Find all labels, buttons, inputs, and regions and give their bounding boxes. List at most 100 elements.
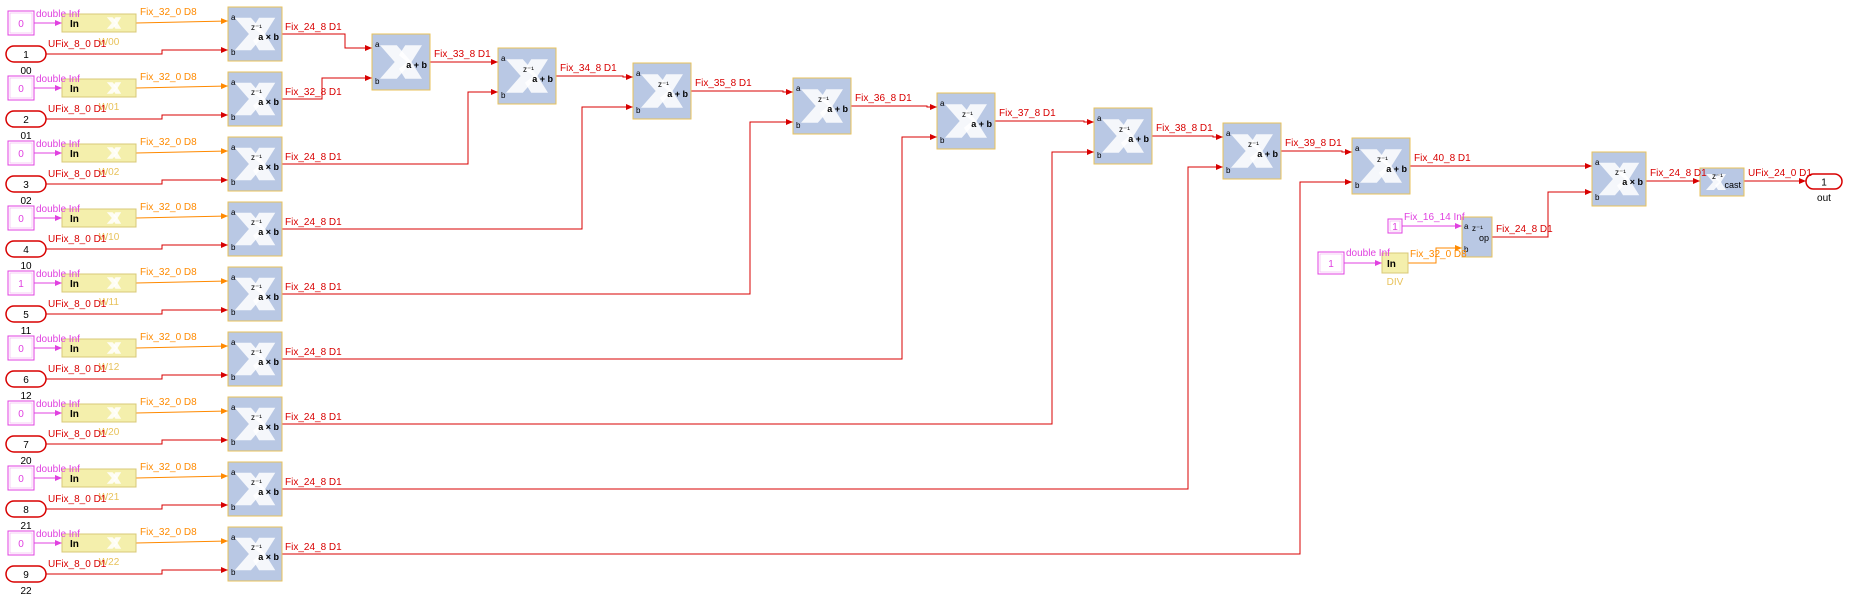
mult-block-6[interactable]: a b z⁻¹a × b <box>227 396 283 452</box>
mult-block-3[interactable]: abz⁻¹a × b <box>227 201 283 257</box>
in-port-8-name: 22 <box>20 586 32 597</box>
xilinx-logo-icon <box>1598 162 1640 196</box>
in-sig-label-5: double Inf <box>36 334 80 345</box>
adder-block-7[interactable]: abz⁻¹a + b <box>1351 137 1411 195</box>
in-port-5[interactable]: 612 <box>5 370 47 402</box>
const-block-1[interactable]: 0 <box>7 75 35 101</box>
out-port-body <box>1805 173 1843 190</box>
const-block-6[interactable]: 0 <box>7 400 35 426</box>
const-block-3[interactable]: 0 <box>7 205 35 231</box>
in-sig-label-8: double Inf <box>36 529 80 540</box>
port-b-label: b <box>231 243 236 252</box>
port-a-label: a <box>231 338 236 347</box>
div-port-b: b <box>1464 245 1469 254</box>
mult-block-8[interactable]: abz⁻¹a × b <box>227 526 283 582</box>
adder-block-0[interactable]: aba + b <box>371 33 431 91</box>
delay-label: z⁻¹ <box>251 413 262 422</box>
const-block-4[interactable]: 1 <box>7 270 35 296</box>
wire-mult3-add2 <box>282 104 633 230</box>
mult-block-1[interactable]: abz⁻¹a × b <box>227 71 283 127</box>
adder-block-2[interactable]: abz⁻¹a + b <box>632 62 692 120</box>
adder-block-4[interactable]: abz⁻¹a + b <box>936 92 996 150</box>
delay-label: z⁻¹ <box>251 283 262 292</box>
const-block-0[interactable]: 0 <box>7 10 35 36</box>
operator-label: a × b <box>258 422 279 432</box>
wire-add3-add4 <box>851 104 937 110</box>
in-port-8[interactable]: 922 <box>5 565 47 597</box>
const-block-5-value: 0 <box>18 344 24 355</box>
port-a-label: a <box>1595 158 1600 167</box>
port-b-label: b <box>796 121 801 130</box>
in-port-3-body <box>5 240 47 258</box>
in-port-3[interactable]: 410 <box>5 240 47 272</box>
adder-block-3[interactable]: abz⁻¹a + b <box>792 77 852 135</box>
div-const-top[interactable]: 1 <box>1387 218 1403 234</box>
const-block-2-value: 0 <box>18 149 24 160</box>
const-block-6-body <box>7 400 35 426</box>
const-block-2-inner <box>9 142 33 164</box>
xilinx-logo-icon <box>234 17 276 51</box>
operator-label: a + b <box>1257 149 1278 159</box>
div-const-in-value: 1 <box>1328 259 1334 270</box>
xilinx-logo-icon <box>106 407 122 419</box>
in-port-6[interactable]: 720 <box>5 435 47 467</box>
port-b-label: b <box>231 178 236 187</box>
mult-block-4[interactable]: abz⁻¹a × b <box>227 266 283 322</box>
port-b-label: b <box>1097 151 1102 160</box>
mult-block-7[interactable]: abz⁻¹a × b <box>227 461 283 517</box>
port-a-label: a <box>231 273 236 282</box>
const-block-8[interactable]: 0 <box>7 530 35 556</box>
fix-label-5: Fix_32_0 D8 <box>140 332 197 343</box>
xilinx-logo-icon <box>234 212 276 246</box>
const-block-2[interactable]: 0 <box>7 140 35 166</box>
operator-label: a + b <box>667 89 688 99</box>
port-b-label: b <box>231 438 236 447</box>
logo-chevron-right <box>113 537 122 549</box>
in-sig-label-6: double Inf <box>36 399 80 410</box>
in-port-4[interactable]: 511 <box>5 305 47 337</box>
adder-block-5[interactable]: abz⁻¹a + b <box>1093 107 1153 165</box>
port-a-label: a <box>1097 114 1102 123</box>
gateway-in-label: In <box>70 539 79 550</box>
const-block-1-value: 0 <box>18 84 24 95</box>
final-mult-block[interactable]: abz⁻¹a × b <box>1591 151 1647 207</box>
in-port-1[interactable]: 201 <box>5 110 47 142</box>
logo-chevron-right <box>252 407 276 441</box>
in-port-0[interactable]: 100 <box>5 45 47 77</box>
divider-block[interactable]: abz⁻¹op <box>1461 216 1493 258</box>
mult-block-2[interactable]: abz⁻¹a × b <box>227 136 283 192</box>
xilinx-logo-icon <box>380 45 422 79</box>
port-a-label: a <box>501 54 506 63</box>
in-port-7[interactable]: 821 <box>5 500 47 532</box>
port-a-label: a <box>1355 144 1360 153</box>
adder-block-1[interactable]: abz⁻¹a + b <box>497 47 557 105</box>
delay-label: z⁻¹ <box>251 543 262 552</box>
adder-block-6[interactable]: abz⁻¹a + b <box>1222 122 1282 180</box>
operator-label: a × b <box>258 227 279 237</box>
div-in-sig: double Inf <box>1346 248 1390 259</box>
in-port-2[interactable]: 302 <box>5 175 47 207</box>
mult-out-label-7: Fix_24_8 D1 <box>285 477 342 488</box>
logo-chevron-right <box>252 342 276 376</box>
mult-block-0[interactable]: abz⁻¹a × b <box>227 6 283 62</box>
const-block-7[interactable]: 0 <box>7 465 35 491</box>
mult-out-label-3: Fix_24_8 D1 <box>285 217 342 228</box>
port-a-label: a <box>231 403 236 412</box>
const-block-5[interactable]: 0 <box>7 335 35 361</box>
operator-label: a + b <box>827 104 848 114</box>
mult-block-5[interactable]: abz⁻¹a × b <box>227 331 283 387</box>
div-const-in[interactable]: 1 <box>1317 251 1345 275</box>
